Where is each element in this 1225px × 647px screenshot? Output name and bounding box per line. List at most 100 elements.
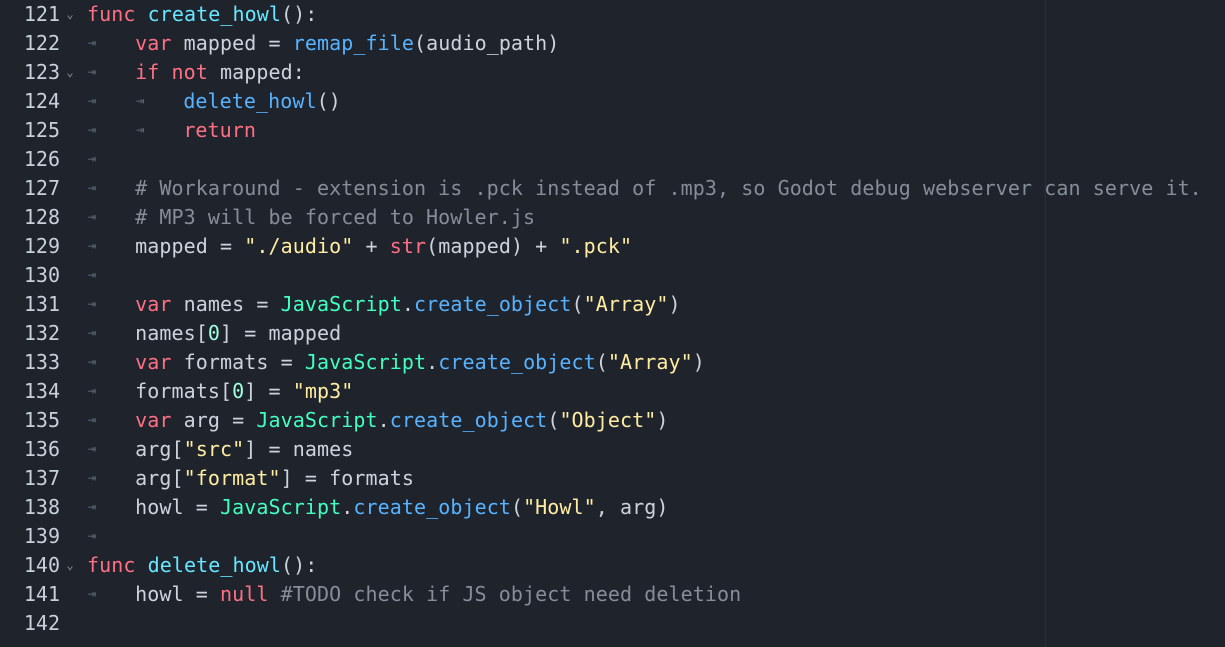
code-line[interactable]: 126⇥	[0, 145, 1225, 174]
code-token: func	[87, 2, 136, 26]
code-token: ] = names	[244, 437, 354, 461]
code-token: mapped:	[207, 60, 305, 84]
code-token: formats =	[171, 350, 305, 374]
code-text[interactable]: howl = JavaScript.create_object("Howl", …	[135, 493, 668, 522]
code-line[interactable]: 135⇥var arg = JavaScript.create_object("…	[0, 406, 1225, 435]
code-token: JavaScript	[256, 408, 378, 432]
code-text[interactable]: formats[0] = "mp3"	[135, 377, 353, 406]
code-token: "mp3"	[292, 379, 354, 403]
code-token: )	[668, 292, 681, 316]
code-text[interactable]: arg["format"] = formats	[135, 464, 414, 493]
code-token: ()	[316, 89, 341, 113]
code-line[interactable]: 121 ⌄ func create_howl():	[0, 0, 1225, 29]
code-token: # Workaround - extension is .pck instead…	[135, 176, 1202, 200]
code-text[interactable]: mapped = "./audio" + str(mapped) + ".pck…	[135, 232, 632, 261]
code-text[interactable]: var names = JavaScript.create_object("Ar…	[135, 290, 681, 319]
code-token: "./audio"	[244, 234, 354, 258]
code-line[interactable]: 130⇥	[0, 261, 1225, 290]
code-token: .	[401, 292, 414, 316]
line-number: 142	[23, 611, 60, 635]
code-text[interactable]: func create_howl():	[87, 0, 317, 29]
code-token: "format"	[183, 466, 281, 490]
code-text[interactable]: names[0] = mapped	[135, 319, 341, 348]
code-line[interactable]: 140⌄func delete_howl():	[0, 551, 1225, 580]
code-token: 0	[207, 321, 221, 345]
code-line[interactable]: 136⇥arg["src"] = names	[0, 435, 1225, 464]
code-token: (	[595, 350, 608, 374]
code-line[interactable]: 142	[0, 609, 1225, 638]
tab-indent-icon: ⇥	[87, 586, 97, 602]
code-line[interactable]: 132⇥names[0] = mapped	[0, 319, 1225, 348]
code-line[interactable]: 123⌄⇥if not mapped:	[0, 58, 1225, 87]
tab-indent-icon: ⇥	[87, 122, 97, 138]
code-token: "Object"	[559, 408, 657, 432]
code-line[interactable]: 122⇥var mapped = remap_file(audio_path)	[0, 29, 1225, 58]
code-text[interactable]: var mapped = remap_file(audio_path)	[135, 29, 559, 58]
code-token: .	[377, 408, 390, 432]
code-token: arg[	[135, 466, 184, 490]
code-token: )	[656, 408, 669, 432]
tab-indent-icon: ⇥	[87, 325, 97, 341]
code-text[interactable]: howl = null #TODO check if JS object nee…	[135, 580, 741, 609]
code-token: "src"	[183, 437, 245, 461]
line-number: 137	[23, 466, 60, 490]
code-line[interactable]: 134⇥formats[0] = "mp3"	[0, 377, 1225, 406]
code-text[interactable]: delete_howl()	[183, 87, 341, 116]
line-number: 135	[23, 408, 60, 432]
tab-indent-icon: ⇥	[87, 441, 97, 457]
code-line[interactable]: 127⇥# Workaround - extension is .pck ins…	[0, 174, 1225, 203]
line-number: 131	[23, 292, 60, 316]
line-number: 127	[23, 176, 60, 200]
line-number: 123	[23, 60, 60, 84]
code-token: return	[183, 118, 257, 142]
code-line[interactable]: 133⇥var formats = JavaScript.create_obje…	[0, 348, 1225, 377]
code-text[interactable]: return	[183, 116, 256, 145]
code-token: str	[389, 234, 427, 258]
tab-indent-icon: ⇥	[87, 383, 97, 399]
code-text[interactable]: # Workaround - extension is .pck instead…	[135, 174, 1202, 203]
code-line[interactable]: 139⇥	[0, 522, 1225, 551]
code-line[interactable]: 129⇥mapped = "./audio" + str(mapped) + "…	[0, 232, 1225, 261]
code-line[interactable]: 128⇥# MP3 will be forced to Howler.js	[0, 203, 1225, 232]
chevron-down-icon[interactable]: ⌄	[66, 7, 74, 21]
line-number: 121	[23, 2, 60, 26]
code-line[interactable]: 131 ⇥ var names = JavaScript.create_object…	[0, 290, 1225, 319]
code-token: names[	[135, 321, 208, 345]
code-token: func	[87, 553, 136, 577]
code-line[interactable]: 125⇥⇥return	[0, 116, 1225, 145]
code-token: ] =	[244, 379, 293, 403]
code-line[interactable]: 141⇥howl = null #TODO check if JS object…	[0, 580, 1225, 609]
tab-indent-icon: ⇥	[87, 151, 97, 167]
code-token: not	[171, 60, 208, 84]
code-text[interactable]: func delete_howl():	[87, 551, 317, 580]
tab-indent-icon: ⇥	[87, 296, 97, 312]
code-token: var	[135, 408, 172, 432]
code-text[interactable]: var formats = JavaScript.create_object("…	[135, 348, 705, 377]
code-token: remap_file	[292, 31, 414, 55]
code-token: ():	[280, 2, 318, 26]
line-number: 128	[23, 205, 60, 229]
code-line[interactable]: 124⇥⇥delete_howl()	[0, 87, 1225, 116]
code-line[interactable]: 138⇥howl = JavaScript.create_object("How…	[0, 493, 1225, 522]
code-token: create_object	[389, 408, 548, 432]
code-token: "Array"	[583, 292, 669, 316]
code-text[interactable]: arg["src"] = names	[135, 435, 353, 464]
tab-indent-icon: ⇥	[87, 267, 97, 283]
code-token: if	[135, 60, 160, 84]
code-token: "Howl"	[523, 495, 596, 519]
code-text[interactable]: var arg = JavaScript.create_object("Obje…	[135, 406, 668, 435]
code-token: arg =	[171, 408, 257, 432]
code-token: mapped =	[171, 31, 293, 55]
code-line[interactable]: 137⇥arg["format"] = formats	[0, 464, 1225, 493]
code-token: var	[135, 31, 172, 55]
code-token: (audio_path)	[413, 31, 560, 55]
chevron-down-icon[interactable]: ⌄	[66, 65, 74, 79]
chevron-down-icon[interactable]: ⌄	[66, 558, 74, 572]
code-token: delete_howl	[147, 553, 281, 577]
code-token: .	[426, 350, 439, 374]
code-text[interactable]: # MP3 will be forced to Howler.js	[135, 203, 535, 232]
line-number: 125	[23, 118, 60, 142]
line-number: 133	[23, 350, 60, 374]
code-text[interactable]: if not mapped:	[135, 58, 305, 87]
